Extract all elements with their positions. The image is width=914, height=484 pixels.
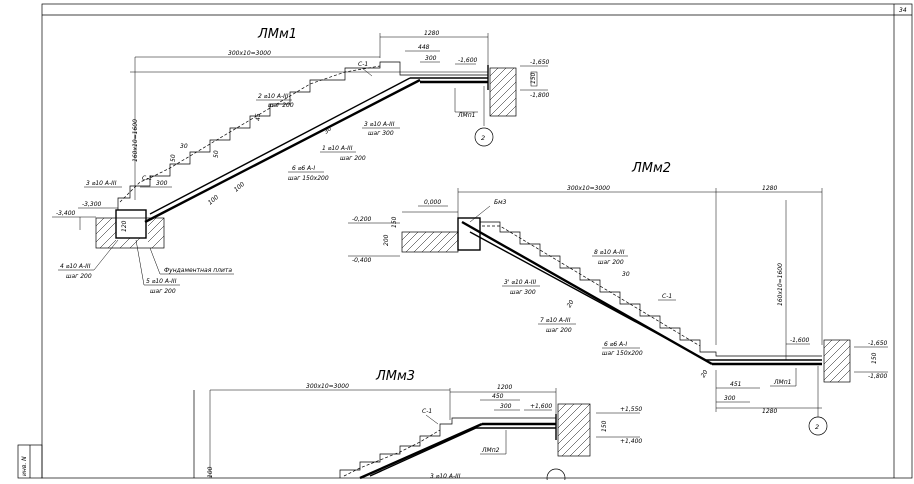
lmm1-d300-low: 300 [156, 180, 168, 187]
lmm3-lvl-p1600: +1,600 [530, 403, 552, 410]
lmm3-d-left: 100 [207, 466, 214, 478]
lmm2-lvl-m0400: -0,400 [352, 257, 372, 264]
lmm1-rebar-3-step: шаг 300 [368, 130, 394, 137]
lmm1-lvl-m1650: -1,650 [530, 59, 550, 66]
lmm2-rebar-7: 7 ⌀10 А-III [540, 317, 571, 324]
lmm1-rebar-5-step: шаг 200 [150, 288, 176, 295]
lmm1-d30: 30 [323, 125, 333, 135]
lmm1-dim-vert: 160х10=1600 [132, 119, 139, 162]
view-lmm1: ЛМм1 1280 448 300 300х10=3000 160х10=160… [52, 27, 550, 295]
lmm1-d50: 50 [170, 154, 177, 162]
lmm1-rebar-1: 1 ⌀10 А-III [322, 145, 353, 152]
lmm1-lvl-m1600: -1,600 [458, 57, 478, 64]
lmm3-dim-3000: 300х10=3000 [306, 383, 349, 390]
lmm1-rebar-3l: 3 ⌀10 А-III [86, 180, 117, 187]
lmm2-lmp1: ЛМп1 [773, 379, 791, 386]
lmm1-d120: 120 [121, 220, 128, 232]
lmm3-axis-circle [546, 468, 566, 484]
sheet-frame: 34 инв. N [17, 3, 913, 479]
lmm2-rebar-6: 6 ⌀6 А-I [604, 341, 627, 348]
lmm1-rebar-4-step: шаг 200 [66, 273, 92, 280]
lmm1-lmp1: ЛМп1 [457, 112, 475, 119]
lmm2-bm3: Бм3 [494, 199, 507, 206]
lmm1-rebar-3: 3 ⌀10 А-III [364, 121, 395, 128]
lmm2-d200: 200 [383, 234, 390, 246]
lmm2-d30: 30 [622, 271, 630, 278]
lmm2-d300: 300 [724, 395, 736, 402]
lmm1-foundation: Фундаментная плита [164, 267, 232, 274]
lmm1-rebar-2: 2 ⌀10 А-III [258, 93, 289, 100]
lmm1-dim-1280: 1280 [424, 30, 439, 37]
lmm1-c1-low: С-1 [142, 175, 152, 182]
lmm1-dim-448: 448 [418, 44, 430, 51]
lmm2-d451: 451 [730, 381, 741, 388]
lmm2-rebar-3-step: шаг 300 [510, 289, 536, 296]
lmm1-lvl-m3300: -3,300 [82, 201, 102, 208]
lmm2-axis-2: 2 [815, 423, 819, 431]
lmm1-d50b: 50 [213, 150, 220, 158]
lmm1-title: ЛМм1 [257, 27, 297, 42]
lmm1-d100b: 100 [207, 194, 220, 207]
lmm2-lvl-m0200: -0,200 [352, 216, 372, 223]
view-lmm2: ЛМм2 300х10=3000 1280 0,000 Бм3 -0,200 -… [348, 161, 888, 436]
lmm1-c1-top: С-1 [358, 61, 368, 68]
lmm3-lvl-p1400: +1,400 [620, 438, 642, 445]
lmm1-rebar-2-step: шаг 200 [268, 102, 294, 109]
lmm2-d1280: 1280 [762, 408, 777, 415]
view-lmm3: ЛМм3 300х10=3000 1200 450 300 +1,600 +1,… [193, 369, 642, 484]
lmm1-d45: 45 [255, 113, 262, 121]
lmm2-rebar-3: 3' ⌀10 А-III [504, 279, 536, 286]
lmm2-lvl-m1600: -1,600 [790, 337, 810, 344]
lmm2-rebar-8: 8 ⌀10 А-III [594, 249, 625, 256]
lmm1-d100: 100 [233, 181, 246, 194]
lmm2-rebar-8-step: шаг 200 [598, 259, 624, 266]
lmm2-title: ЛМм2 [631, 161, 671, 176]
lmm2-c1: С-1 [662, 293, 672, 300]
side-label: инв. N [21, 456, 28, 476]
lmm3-rebar-3: 3 ⌀10 А-III [430, 473, 461, 480]
lmm2-d150: 150 [391, 216, 398, 228]
lmm1-lvl-m1800: -1,800 [530, 92, 550, 99]
lmm1-axis-circle [474, 127, 494, 147]
lmm2-d20b: 20 [700, 369, 710, 379]
lmm3-lvl-p1550: +1,550 [620, 406, 642, 413]
page-number: 34 [899, 7, 907, 14]
lmm2-rebar-7-step: шаг 200 [546, 327, 572, 334]
lmm2-lvl-m1800: -1,800 [868, 373, 888, 380]
lmm1-rebar-6: 6 ⌀6 А-I [292, 165, 315, 172]
lmm3-d450: 450 [492, 393, 504, 400]
lmm3-d300: 300 [500, 403, 512, 410]
lmm2-d150b: 150 [871, 352, 878, 364]
lmm3-dim-1200: 1200 [497, 384, 512, 391]
lmm3-d150: 150 [601, 420, 608, 432]
lmm3-c1: С-1 [422, 408, 432, 415]
lmm1-rebar-1-step: шаг 200 [340, 155, 366, 162]
lmm1-dim-3000: 300х10=3000 [228, 50, 271, 57]
lmm1-d30b: 30 [180, 143, 188, 150]
lmm2-dim-vert: 160х10=1600 [777, 263, 784, 306]
lmm3-lmp2: ЛМп2 [481, 447, 500, 454]
lmm1-lvl-m3400: -3,400 [56, 210, 76, 217]
lmm2-lvl-0000: 0,000 [424, 199, 441, 206]
lmm1-dim-300: 300 [425, 55, 437, 62]
lmm3-title: ЛМм3 [375, 369, 415, 384]
lmm1-axis-2: 2 [481, 134, 485, 142]
lmm1-d150: 150 [530, 72, 537, 84]
lmm2-rebar-6-step: шаг 150х200 [602, 350, 643, 357]
lmm2-dim-3000: 300х10=3000 [567, 185, 610, 192]
lmm2-dim-1280: 1280 [762, 185, 777, 192]
lmm2-d20: 20 [566, 299, 576, 309]
lmm1-rebar-4: 4 ⌀10 А-III [60, 263, 91, 270]
lmm1-rebar-6-step: шаг 150х200 [288, 175, 329, 182]
lmm2-lvl-m1650: -1,650 [868, 340, 888, 347]
lmm1-rebar-5: 5 ⌀10 А-III [146, 278, 177, 285]
